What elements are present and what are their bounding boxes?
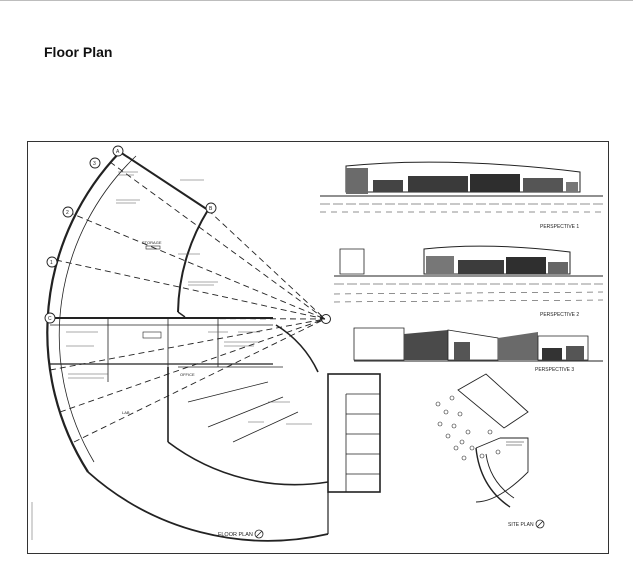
grid-marker-2: 2 bbox=[66, 210, 69, 216]
site-north-arrow-icon bbox=[535, 519, 545, 529]
perspective-2-drawing bbox=[333, 245, 604, 303]
room-label-office: OFFICE bbox=[180, 372, 195, 377]
floor-plan bbox=[46, 151, 381, 542]
grid-marker-c: C bbox=[48, 316, 52, 322]
perspective-3-label: PERSPECTIVE 3 bbox=[535, 367, 574, 373]
site-plan-drawing bbox=[435, 373, 529, 508]
north-arrow-icon bbox=[254, 529, 264, 539]
top-rule bbox=[0, 0, 633, 1]
perspective-2-label: PERSPECTIVE 2 bbox=[540, 312, 579, 318]
perspective-1-label: PERSPECTIVE 1 bbox=[540, 224, 579, 230]
grid-marker-3: 3 bbox=[93, 161, 96, 167]
room-label-storage: STORAGE bbox=[142, 240, 162, 245]
floor-plan-drawing: A B 1 2 3 C STORAGE OFFICE LAB FLOOR PLA… bbox=[31, 145, 604, 542]
site-plan-label: SITE PLAN bbox=[508, 522, 534, 528]
plan-annotations bbox=[31, 171, 312, 540]
room-label-lab: LAB bbox=[122, 410, 130, 415]
perspective-3-drawing bbox=[353, 327, 603, 362]
grid-markers bbox=[44, 145, 217, 324]
floor-plan-label: FLOOR PLAN bbox=[218, 532, 253, 538]
page-title: Floor Plan bbox=[44, 44, 113, 60]
grid-marker-b: B bbox=[209, 206, 213, 212]
drawing-sheet: A B 1 2 3 C STORAGE OFFICE LAB FLOOR PLA… bbox=[27, 141, 609, 554]
grid-marker-1: 1 bbox=[50, 260, 53, 266]
perspective-1-drawing bbox=[320, 161, 603, 213]
grid-marker-a: A bbox=[116, 149, 120, 155]
